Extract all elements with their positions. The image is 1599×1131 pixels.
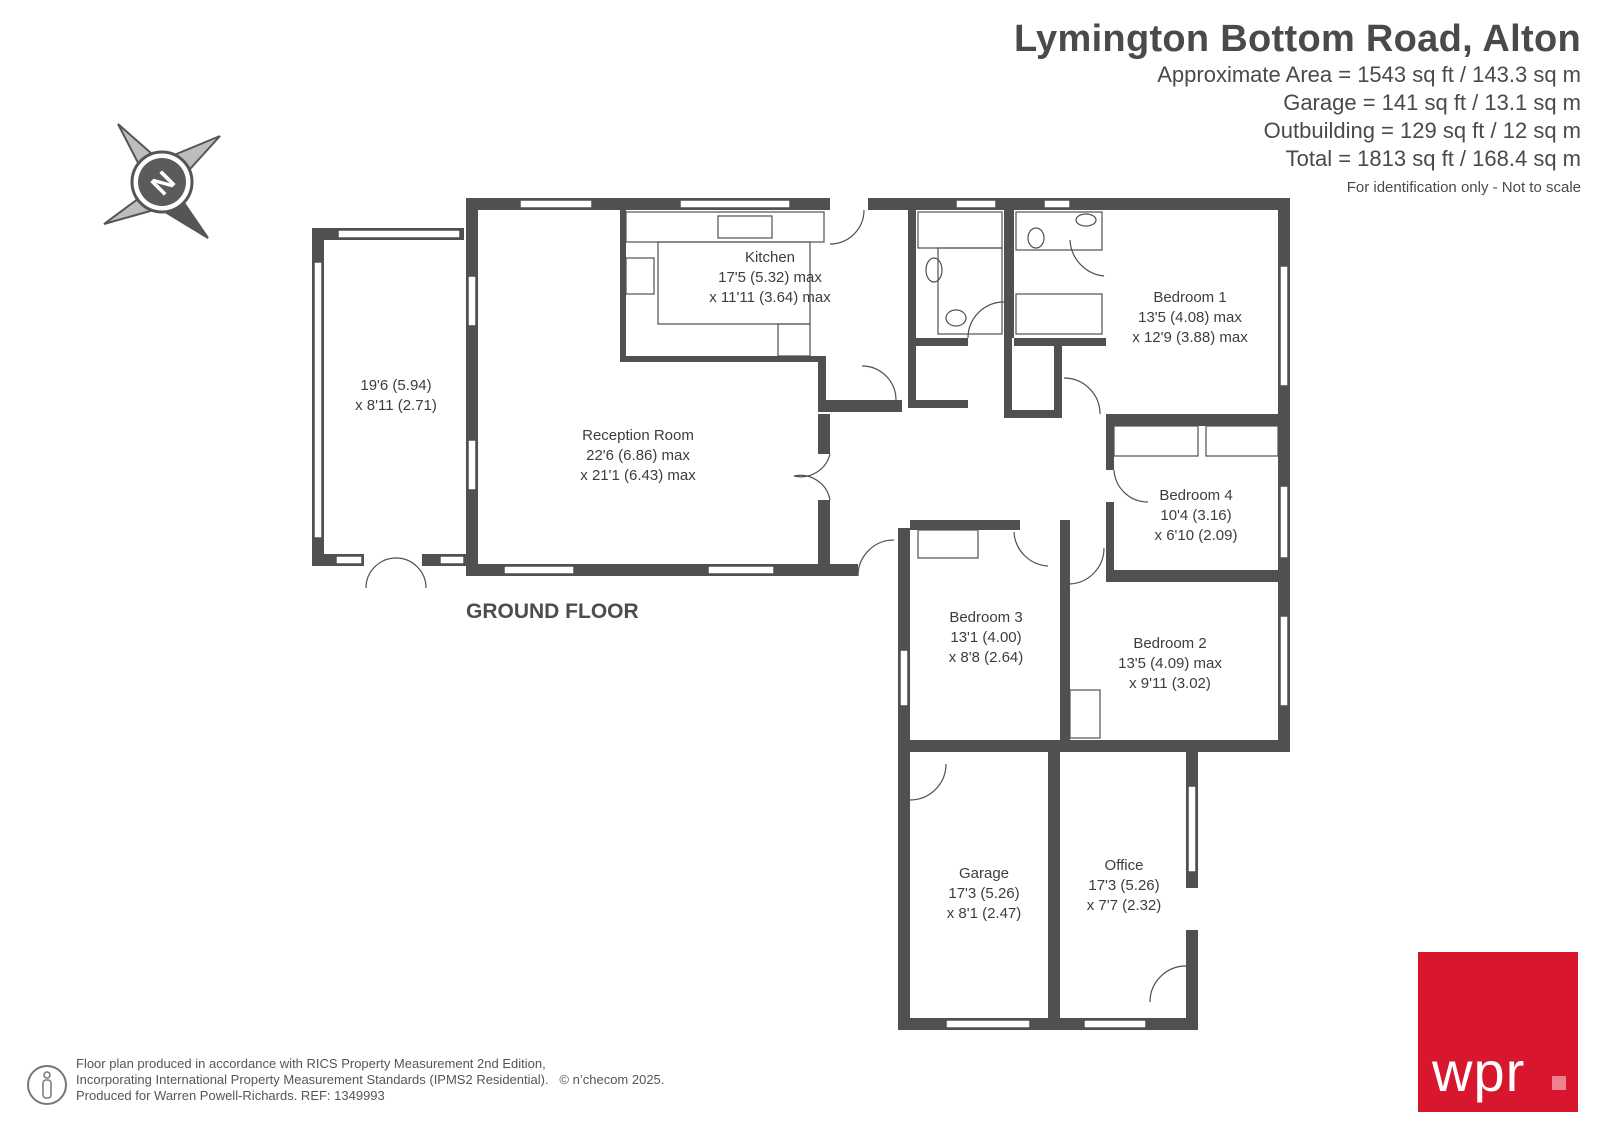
- svg-text:17'3 (5.26): 17'3 (5.26): [948, 885, 1019, 902]
- footer-line-2: Incorporating International Property Mea…: [76, 1072, 665, 1087]
- room-label-garage: Garage 17'3 (5.26) x 8'1 (2.47): [947, 865, 1022, 922]
- svg-text:Garage: Garage: [959, 865, 1009, 882]
- wpr-logo: wpr: [1418, 952, 1578, 1112]
- svg-text:x 8'11 (2.71): x 8'11 (2.71): [355, 397, 437, 414]
- svg-text:x 6'10 (2.09): x 6'10 (2.09): [1155, 527, 1238, 544]
- compass-icon: N: [103, 123, 221, 239]
- svg-text:Bedroom 4: Bedroom 4: [1159, 487, 1232, 504]
- room-label-bedroom2: Bedroom 2 13'5 (4.09) max x 9'11 (3.02): [1118, 635, 1222, 692]
- svg-text:Reception Room: Reception Room: [582, 427, 694, 444]
- outbuilding-windows: [945, 785, 1197, 1029]
- footer-notes: Floor plan produced in accordance with R…: [76, 1056, 664, 1104]
- svg-text:Office: Office: [1105, 857, 1144, 874]
- svg-text:x 11'11 (3.64) max: x 11'11 (3.64) max: [709, 289, 831, 306]
- svg-text:19'6 (5.94): 19'6 (5.94): [360, 377, 431, 394]
- svg-text:13'1 (4.00): 13'1 (4.00): [950, 629, 1021, 646]
- bathroom-fittings: [917, 211, 1103, 335]
- room-label-reception: Reception Room 22'6 (6.86) max x 21'1 (6…: [580, 427, 696, 484]
- svg-text:Kitchen: Kitchen: [745, 249, 795, 266]
- room-label-bedroom4: Bedroom 4 10'4 (3.16) x 6'10 (2.09): [1155, 487, 1238, 544]
- svg-text:Bedroom 1: Bedroom 1: [1153, 289, 1226, 306]
- logo-text: wpr: [1432, 1040, 1526, 1103]
- room-label-bedroom3: Bedroom 3 13'1 (4.00) x 8'8 (2.64): [949, 609, 1024, 666]
- svg-text:x 8'1 (2.47): x 8'1 (2.47): [947, 905, 1022, 922]
- svg-text:13'5 (4.08) max: 13'5 (4.08) max: [1138, 309, 1242, 326]
- plan-header: Lymington Bottom Road, Alton Approximate…: [1014, 18, 1581, 196]
- total-area: Total = 1813 sq ft / 168.4 sq m: [1285, 146, 1581, 171]
- svg-text:x 12'9 (3.88) max: x 12'9 (3.88) max: [1132, 329, 1248, 346]
- approximate-area: Approximate Area = 1543 sq ft / 143.3 sq…: [1157, 62, 1581, 87]
- conservatory-windows: [313, 229, 465, 565]
- svg-text:x 9'11 (3.02): x 9'11 (3.02): [1129, 675, 1211, 692]
- svg-text:17'5 (5.32) max: 17'5 (5.32) max: [718, 269, 822, 286]
- outbuilding-area: Outbuilding = 129 sq ft / 12 sq m: [1263, 118, 1581, 143]
- east-windows: [899, 199, 1289, 707]
- bathroom-walls: [908, 198, 1106, 418]
- footer-line-3: Produced for Warren Powell-Richards. REF…: [76, 1088, 385, 1103]
- footer-line-1: Floor plan produced in accordance with R…: [76, 1056, 546, 1071]
- svg-text:22'6 (6.86) max: 22'6 (6.86) max: [586, 447, 690, 464]
- property-title: Lymington Bottom Road, Alton: [1013, 18, 1581, 60]
- disclaimer: For identification only - Not to scale: [1346, 179, 1581, 196]
- east-walls: [898, 198, 1290, 752]
- room-label-kitchen: Kitchen 17'5 (5.32) max x 11'11 (3.64) m…: [709, 249, 831, 306]
- svg-text:Bedroom 3: Bedroom 3: [949, 609, 1022, 626]
- room-label-office: Office 17'3 (5.26) x 7'7 (2.32): [1087, 857, 1162, 914]
- svg-text:Bedroom 2: Bedroom 2: [1133, 635, 1206, 652]
- conservatory-french-doors: [365, 557, 427, 589]
- person-icon: [27, 1065, 67, 1105]
- svg-text:x 21'1 (6.43) max: x 21'1 (6.43) max: [580, 467, 696, 484]
- svg-text:x 7'7 (2.32): x 7'7 (2.32): [1087, 897, 1162, 914]
- kitchen-fittings: [625, 211, 825, 357]
- svg-text:17'3 (5.26): 17'3 (5.26): [1088, 877, 1159, 894]
- main-windows: [467, 199, 791, 575]
- svg-text:x 8'8 (2.64): x 8'8 (2.64): [949, 649, 1024, 666]
- wardrobes: [917, 425, 1279, 739]
- svg-text:10'4 (3.16): 10'4 (3.16): [1160, 507, 1231, 524]
- svg-text:13'5 (4.09) max: 13'5 (4.09) max: [1118, 655, 1222, 672]
- garage-area: Garage = 141 sq ft / 13.1 sq m: [1283, 90, 1581, 115]
- room-label-conservatory: 19'6 (5.94) x 8'11 (2.71): [355, 377, 437, 414]
- main-walls: [466, 198, 902, 576]
- floor-label: GROUND FLOOR: [466, 600, 639, 623]
- logo-dot: [1552, 1076, 1566, 1090]
- copyright: © n’checom 2025.: [559, 1072, 665, 1087]
- room-label-bedroom1: Bedroom 1 13'5 (4.08) max x 12'9 (3.88) …: [1132, 289, 1248, 346]
